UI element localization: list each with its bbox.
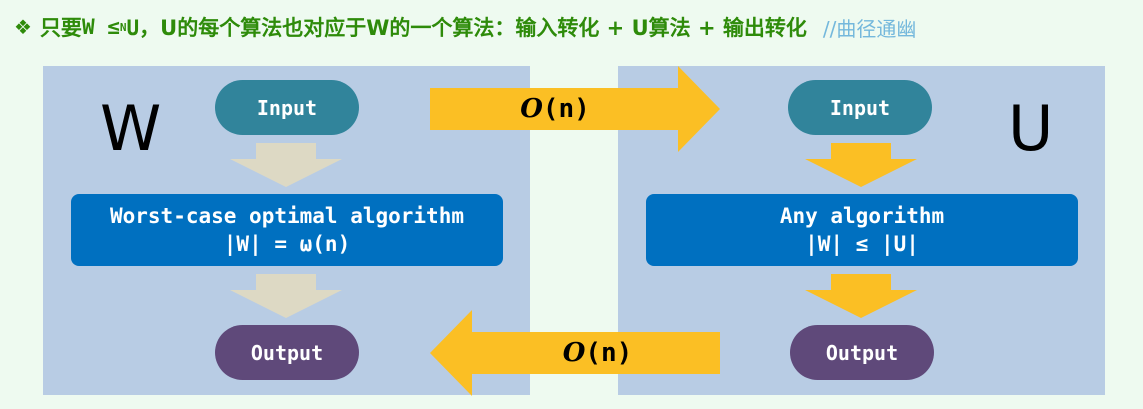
u-output-node: Output — [790, 325, 934, 380]
w-down-arrow-bottom-icon — [230, 274, 342, 318]
input-transform-label: O(n) — [430, 88, 680, 130]
output-transform-big-o: O — [562, 338, 586, 368]
output-transform-label: O(n) — [475, 332, 720, 374]
u-down-arrow-top-icon — [805, 143, 917, 187]
input-transform-arg: (n) — [542, 94, 590, 124]
w-algorithm-bound: |W| = ω(n) — [223, 232, 351, 256]
header-text: U的每个算法也对应于W的一个算法：输入转化 + U算法 + 输出转化 — [160, 16, 807, 40]
header-prefix: 只要 — [39, 16, 82, 40]
output-transform-arg: (n) — [585, 338, 633, 368]
slide-header: ❖ 只要 W ≤N U， U的每个算法也对应于W的一个算法：输入转化 + U算法… — [14, 10, 916, 44]
bullet-diamond-icon: ❖ — [14, 15, 32, 39]
header-w: W ≤ — [81, 15, 120, 39]
u-input-node: Input — [788, 80, 932, 135]
w-output-node: Output — [215, 325, 359, 380]
input-transform-big-o: O — [520, 94, 543, 124]
label-u: U — [1008, 92, 1054, 165]
u-algorithm-title: Any algorithm — [779, 204, 945, 228]
w-down-arrow-top-icon — [230, 143, 342, 187]
header-sub-n: N — [119, 20, 127, 34]
w-input-node: Input — [215, 80, 359, 135]
output-transform-arrow-icon — [430, 310, 720, 396]
input-transform-arrow-icon — [430, 66, 720, 152]
w-algorithm-title: Worst-case optimal algorithm — [109, 204, 464, 228]
u-algorithm-box: Any algorithm |W| ≤ |U| — [646, 194, 1078, 266]
header-u: U， — [126, 16, 161, 40]
u-down-arrow-bottom-icon — [805, 274, 917, 318]
w-algorithm-box: Worst-case optimal algorithm |W| = ω(n) — [71, 194, 503, 266]
label-w: W — [100, 92, 162, 165]
u-algorithm-bound: |W| ≤ |U| — [805, 232, 919, 256]
header-comment: //曲径通幽 — [822, 16, 917, 41]
